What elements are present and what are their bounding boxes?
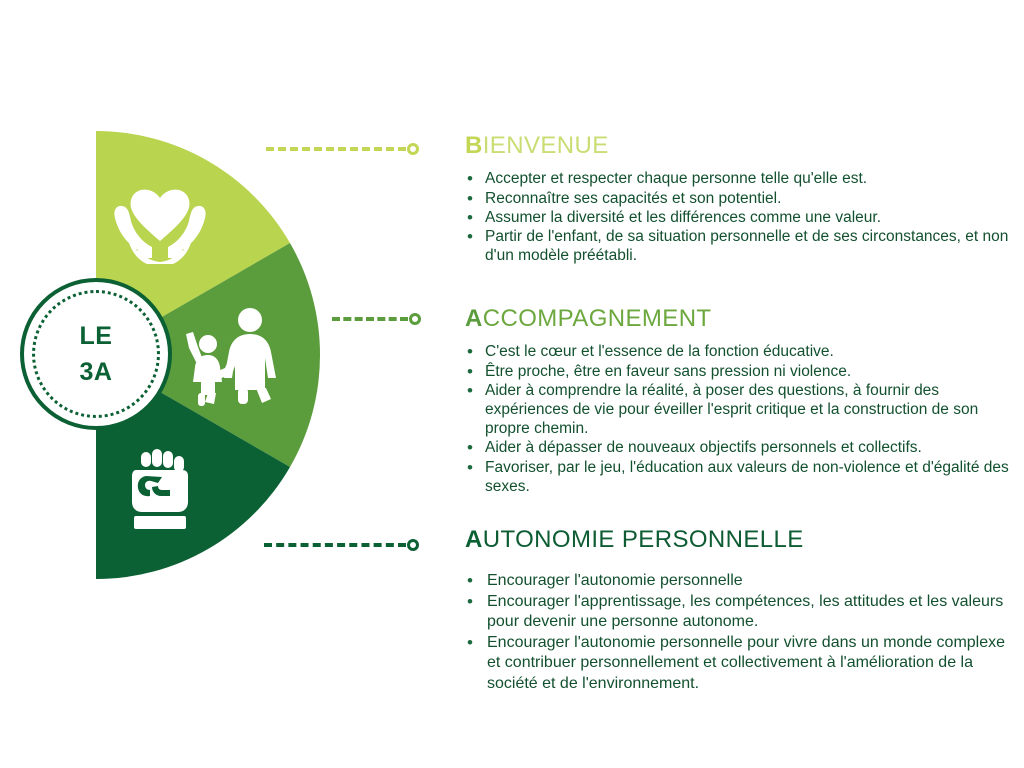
list-item: Encourager l'autonomie personnelle — [465, 570, 1010, 592]
section-title-accompagnement: ACCOMPAGNEMENT — [465, 305, 1010, 332]
list-item: Reconnaître ses capacités et son potenti… — [465, 188, 1010, 209]
section-bienvenue: BIENVENUE Accepter et respecter chaque p… — [465, 132, 1010, 265]
raised-fist-icon — [132, 449, 188, 529]
list-item: Accepter et respecter chaque personne te… — [465, 168, 1010, 189]
title-initial: B — [465, 132, 483, 159]
connector-autonomie — [264, 539, 419, 551]
connector-accompagnement — [332, 313, 421, 325]
list-item: Aider à comprendre la réalité, à poser d… — [465, 380, 1010, 439]
list-item: Encourager l'autonomie personnelle pour … — [465, 632, 1010, 694]
connector-end-ring-icon — [407, 143, 419, 155]
list-item: Assumer la diversité et les différences … — [465, 207, 1010, 228]
section-title-autonomie: AUTONOMIE PERSONNELLE — [465, 526, 1010, 553]
connector-bienvenue — [266, 143, 419, 155]
list-item: Partir de l'enfant, de sa situation pers… — [465, 226, 1010, 265]
le-3a-badge: LE 3A — [20, 278, 172, 430]
badge-line-1: LE — [79, 321, 113, 350]
list-item: Aider à dépasser de nouveaux objectifs p… — [465, 437, 1010, 458]
bullet-list-accompagnement: C'est le cœur et l'essence de la fonctio… — [465, 341, 1010, 496]
list-item: Favoriser, par le jeu, l'éducation aux v… — [465, 457, 1010, 496]
dashed-line — [266, 147, 406, 151]
dashed-line — [264, 543, 406, 547]
list-item: Être proche, être en faveur sans pressio… — [465, 361, 1010, 382]
dashed-line — [332, 317, 408, 321]
connector-end-ring-icon — [407, 539, 419, 551]
title-initial: A — [465, 526, 483, 553]
list-item: Encourager l'apprentissage, les compéten… — [465, 591, 1010, 633]
title-rest: IENVENUE — [482, 132, 609, 159]
list-item: C'est le cœur et l'essence de la fonctio… — [465, 341, 1010, 362]
badge-dotted-ring — [32, 290, 160, 418]
bullet-list-autonomie: Encourager l'autonomie personnelle Encou… — [465, 570, 1010, 694]
section-title-bienvenue: BIENVENUE — [465, 132, 1010, 159]
connector-end-ring-icon — [409, 313, 421, 325]
fan-segment-accompagnement[interactable] — [96, 243, 321, 467]
heart-in-hands-icon — [114, 189, 206, 264]
section-autonomie: AUTONOMIE PERSONNELLE Encourager l'auton… — [465, 526, 1010, 694]
title-initial: A — [465, 305, 483, 332]
section-accompagnement: ACCOMPAGNEMENT C'est le cœur et l'essenc… — [465, 305, 1010, 496]
badge-line-2: 3A — [79, 358, 113, 386]
title-rest: CCOMPAGNEMENT — [482, 305, 712, 332]
title-rest: UTONOMIE PERSONNELLE — [482, 526, 804, 553]
bullet-list-bienvenue: Accepter et respecter chaque personne te… — [465, 168, 1010, 265]
parent-and-child-icon — [186, 308, 276, 406]
